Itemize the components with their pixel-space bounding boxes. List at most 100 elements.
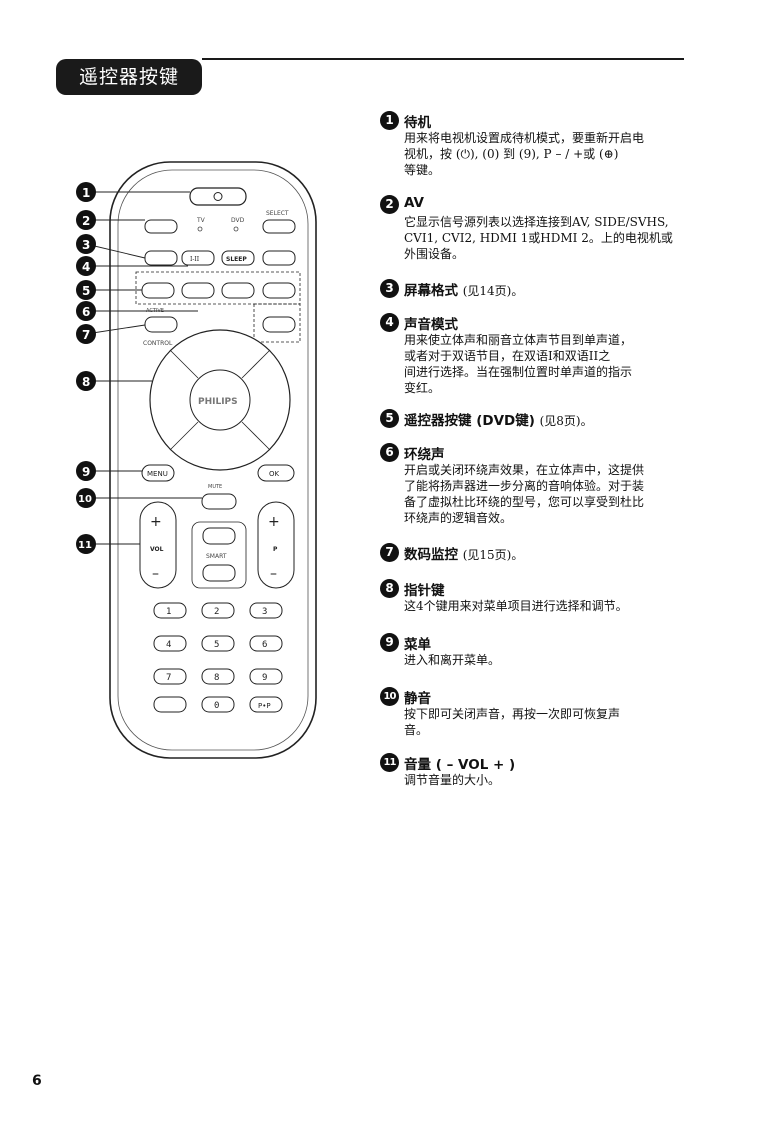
item-title: 环绕声	[404, 447, 445, 463]
item-line: 间进行选择。当在强制位置时单声道的指示	[404, 365, 633, 379]
dvd-keys-box-lower	[253, 303, 301, 343]
digit-8-label: 8	[214, 673, 219, 683]
dvd-label: DVD	[231, 217, 245, 224]
item-number: 8	[380, 579, 399, 598]
item-body: 开启或关闭环绕声效果，在立体声中，这提供 了能将扬声器进一步分离的音响体验。对于…	[404, 462, 694, 526]
item-number: 4	[380, 313, 399, 332]
item-body: 按下即可关闭声音，再按一次即可恢复声 音。	[404, 706, 694, 738]
digit-4	[153, 635, 187, 652]
callout-10: 10	[78, 494, 92, 505]
menu-button	[141, 464, 175, 482]
vol-minus: –	[152, 566, 159, 582]
sound-mode-button	[181, 250, 215, 266]
item-title: 指针键	[404, 583, 445, 599]
active-control-button	[144, 316, 178, 333]
item-line: 进入和离开菜单。	[404, 653, 501, 667]
item-title: 声音模式	[404, 317, 458, 333]
item-number: 1	[380, 111, 399, 130]
smart-sound-button	[202, 527, 236, 545]
item-title: 遥控器按键 (DVD键) (见8页)。	[404, 413, 593, 429]
program-rocker	[257, 501, 295, 589]
menu-label: MENU	[147, 470, 168, 478]
digit-6	[249, 635, 283, 652]
callout-6: 6	[82, 305, 90, 319]
callout-3: 3	[82, 238, 90, 252]
item-line: 变红。	[404, 381, 441, 395]
vol-plus: +	[150, 514, 162, 530]
digit-9-label: 9	[262, 673, 267, 683]
digit-0	[201, 696, 235, 713]
digit-2	[201, 602, 235, 619]
digit-1-label: 1	[166, 607, 171, 617]
tv-led	[197, 226, 203, 232]
select-label: SELECT	[266, 210, 289, 217]
item-line: 按下即可关闭声音，再按一次即可恢复声	[404, 707, 621, 721]
item-number: 5	[380, 409, 399, 428]
smart-label: SMART	[206, 553, 227, 560]
item-line: CVI1, CVI2, HDMI 1或HDMI 2。上的电视机或	[404, 231, 673, 245]
header-rule	[202, 58, 684, 60]
sleep-label: SLEEP	[226, 256, 247, 263]
item-line: 视机，按 (⏻), (0) 到 (9), P – / +或 (⊕)	[404, 147, 619, 161]
item-line: 音。	[404, 723, 429, 737]
mute-button	[201, 493, 237, 510]
callout-8: 8	[82, 375, 90, 389]
item-body: 调节音量的大小。	[404, 772, 694, 788]
item-number: 7	[380, 543, 399, 562]
item-body: 这4个键用来对菜单项目进行选择和调节。	[404, 598, 694, 614]
sleep-button	[221, 250, 255, 266]
format-button	[144, 250, 178, 266]
control-label: CONTROL	[143, 340, 173, 347]
digit-3-label: 3	[262, 607, 267, 617]
digit-7	[153, 668, 187, 685]
p-minus: –	[270, 566, 277, 582]
item-line: 用来使立体声和丽音立体声节目到单声道，	[404, 333, 633, 347]
item-line: 环绕声的逻辑音效。	[404, 511, 513, 525]
remote-illustration: TV DVD SELECT I-II SLEEP ACTIVE CONTROL …	[76, 161, 317, 759]
item-title: AV	[404, 195, 424, 211]
callout-1: 1	[82, 186, 90, 200]
dvd-key-4	[262, 282, 296, 299]
tv-label: TV	[196, 217, 206, 224]
digit-2-label: 2	[214, 607, 219, 617]
dvd-keys-box	[135, 271, 301, 305]
standby-icon	[213, 192, 223, 201]
item-number: 3	[380, 279, 399, 298]
callout-9: 9	[82, 465, 90, 479]
section-title: 遥控器按键	[56, 59, 202, 95]
philips-logo: PHILIPS	[198, 397, 238, 407]
item-number: 9	[380, 633, 399, 652]
pp-key	[249, 696, 283, 713]
digit-1	[153, 602, 187, 619]
callout-5: 5	[82, 284, 90, 298]
item-line: 外围设备。	[404, 247, 465, 261]
dual-label: I-II	[190, 256, 200, 263]
item-body: 用来将电视机设置成待机模式，要重新开启电 视机，按 (⏻), (0) 到 (9)…	[404, 130, 694, 178]
ok-button	[257, 464, 295, 482]
callout-4: 4	[82, 260, 90, 274]
digit-8	[201, 668, 235, 685]
item-line: 调节音量的大小。	[404, 773, 501, 787]
p-label: P	[273, 546, 278, 553]
digit-3	[249, 602, 283, 619]
item-title: 菜单	[404, 637, 431, 653]
info-key	[153, 696, 187, 713]
digit-7-label: 7	[166, 673, 171, 683]
select-button	[262, 219, 296, 234]
item-line: 等键。	[404, 163, 441, 177]
item-number: 6	[380, 443, 399, 462]
ok-center	[189, 369, 251, 431]
item-line: 或者对于双语节目，在双语I和双语II之	[404, 349, 611, 363]
item-number: 2	[380, 195, 399, 214]
item-number: 10	[380, 687, 399, 706]
item-title: 静音	[404, 691, 431, 707]
dvd-led	[233, 226, 239, 232]
item-body: 进入和离开菜单。	[404, 652, 694, 668]
vol-label: VOL	[150, 546, 164, 553]
item-title: 音量 ( – VOL + )	[404, 757, 516, 773]
digit-6-label: 6	[262, 640, 267, 650]
standby-button	[189, 187, 247, 206]
digit-4-label: 4	[166, 640, 171, 650]
callout-markers: 1 2 3 4 5 6 7 8 9 10 11	[76, 182, 202, 554]
item-title: 待机	[404, 115, 431, 131]
